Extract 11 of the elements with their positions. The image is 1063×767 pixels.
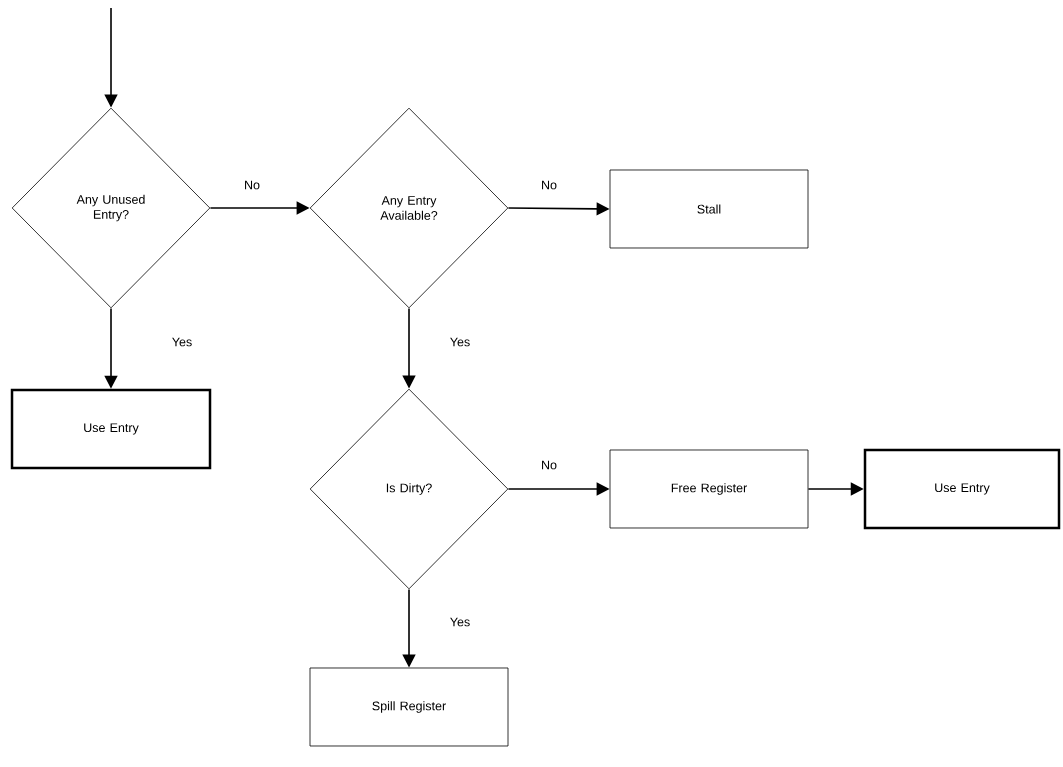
edge-label: No — [245, 180, 260, 190]
edge-label: No — [542, 460, 557, 470]
process-box: Use Entry — [10, 388, 212, 470]
edge-label: Yes — [172, 337, 192, 347]
process-box: Stall — [609, 169, 809, 249]
edge-label: No — [542, 180, 557, 190]
process-box: Spill Register — [309, 667, 509, 747]
edge-label: Yes — [450, 337, 470, 347]
edge-label: Yes — [450, 617, 470, 627]
process-box: Use Entry — [863, 448, 1061, 530]
process-box: Free Register — [609, 449, 809, 529]
